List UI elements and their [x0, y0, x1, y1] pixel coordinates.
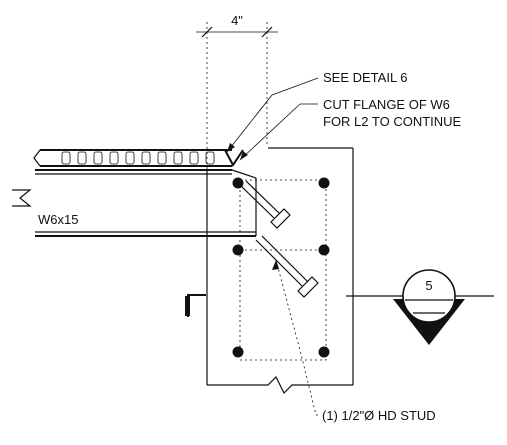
rebar-tie-outline [239, 179, 327, 361]
callout-cut-flange-line2: FOR L2 TO CONTINUE [323, 114, 462, 129]
deck-hatch [61, 151, 215, 165]
stud-upper-head [270, 208, 291, 229]
leader-cut-flange [239, 103, 318, 161]
leader-stud [275, 259, 320, 416]
dimension-tick-right [261, 26, 273, 38]
stud-lower-shank-2 [261, 235, 309, 283]
section-left-marker-bar [185, 296, 190, 316]
callout-see-detail: SEE DETAIL 6 [323, 70, 408, 85]
callout-stud: (1) 1/2"Ø HD STUD [322, 408, 436, 423]
rebar-dots [232, 177, 330, 358]
stud-upper-shank [239, 184, 275, 219]
section-left-marker [187, 294, 206, 317]
beam-label: W6x15 [38, 212, 78, 227]
section-marker-circle [402, 269, 456, 323]
angle-break [33, 149, 41, 167]
rebar-dot [318, 244, 330, 256]
dimension-label: 4" [231, 13, 243, 28]
stud-lower-head [297, 276, 319, 298]
rebar-dot [318, 346, 330, 358]
deck-angle [33, 149, 244, 167]
beam-break-mark [12, 189, 32, 207]
leader-stud-arrow [272, 260, 279, 270]
beam-cut-flange [231, 169, 257, 179]
rebar-dot [232, 346, 244, 358]
leader-cut-flange-arrow [240, 151, 248, 160]
rebar-dot [318, 177, 330, 189]
rebar-dot [232, 244, 244, 256]
concrete-wall [206, 147, 354, 395]
leaders [226, 77, 320, 416]
section-marker-number: 5 [425, 278, 432, 293]
hd-studs [239, 180, 319, 298]
dimension-tick-left [201, 26, 213, 38]
section-marker-5: 5 [393, 269, 465, 345]
weld-mark [224, 149, 244, 167]
callout-cut-flange-line1: CUT FLANGE OF W6 [323, 97, 450, 112]
steel-beam-w6x15: W6x15 [12, 169, 257, 237]
wall-break-line [207, 375, 353, 395]
leader-see-detail-arrow [227, 143, 235, 152]
stud-lower-shank [255, 239, 303, 287]
leader-see-detail [226, 77, 319, 153]
dimension-4-inch: 4" [196, 13, 278, 170]
stud-upper-shank-2 [245, 180, 281, 215]
